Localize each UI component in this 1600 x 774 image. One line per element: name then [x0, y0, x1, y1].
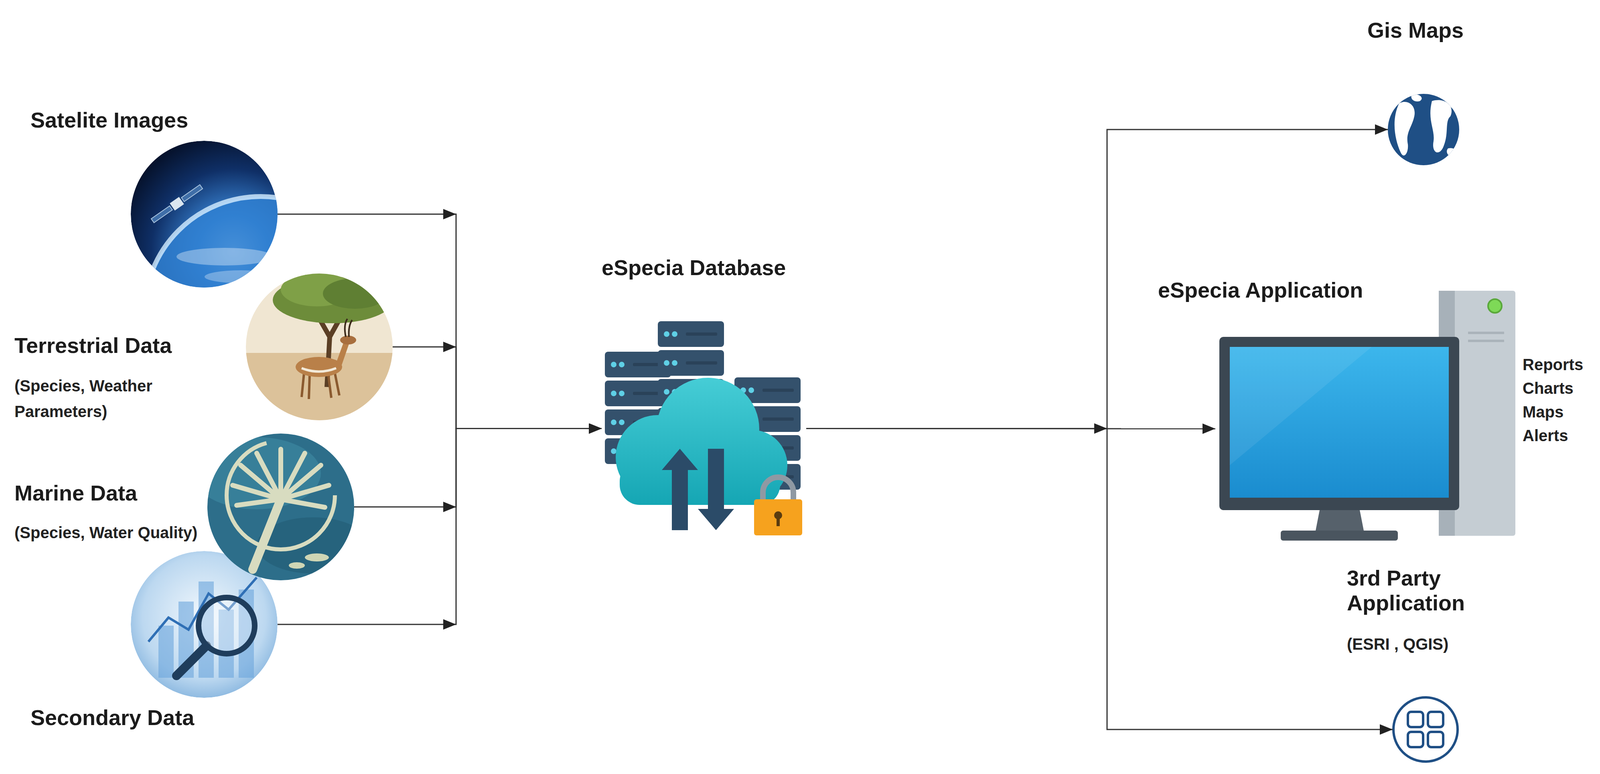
- source-title: Marine Data: [14, 480, 138, 506]
- screen-highlight: [1229, 346, 1372, 466]
- continent: [1430, 100, 1452, 153]
- marine-picture: [192, 433, 370, 581]
- apps-circle: [1393, 697, 1458, 762]
- database-icon: [604, 321, 803, 536]
- database-title: eSpecia Database: [601, 255, 786, 280]
- cloud-base: [619, 461, 781, 505]
- monitor-screen: [1229, 346, 1449, 498]
- upload-arrow: [661, 448, 698, 531]
- connector-arrow: [354, 428, 602, 508]
- island-fronds: [232, 449, 329, 508]
- apps-tile: [1427, 711, 1444, 728]
- island-crescent: [226, 441, 335, 550]
- cloud-streak: [204, 270, 277, 284]
- gazelle-neck: [336, 340, 350, 366]
- gis-output: Gis Maps: [1387, 93, 1460, 166]
- monitor-bezel: [1219, 336, 1460, 511]
- output-subtitle: (ESRI , QGIS): [1346, 633, 1449, 655]
- magnifier-lens: [198, 597, 255, 654]
- merge-arrowhead: [443, 341, 457, 353]
- satellite-source: Satelite Images: [130, 140, 278, 288]
- output-title: 3rd Party Application: [1346, 565, 1465, 616]
- connector-arrow: [277, 214, 602, 429]
- output-title: Gis Maps: [1367, 17, 1464, 43]
- connector-group: [277, 129, 1393, 730]
- tree-canopy: [322, 278, 388, 309]
- monitor-base: [1280, 530, 1398, 541]
- apps-tile: [1407, 732, 1424, 748]
- monitor-neck: [1315, 510, 1364, 531]
- connector-arrow: [392, 346, 602, 429]
- connector-arrow: [806, 129, 1388, 429]
- continent: [1447, 96, 1461, 110]
- gazelle: [295, 318, 357, 400]
- server-unit: [657, 321, 724, 347]
- merge-arrowhead-group: [443, 208, 1108, 630]
- tower-vent: [1468, 331, 1505, 335]
- database-node: eSpecia Database: [601, 321, 807, 536]
- apps-tile: [1407, 711, 1424, 728]
- power-light: [1488, 299, 1502, 313]
- ground: [245, 352, 393, 421]
- gazelle-stripe: [301, 368, 337, 372]
- satellite: [150, 183, 204, 225]
- source-title: Secondary Data: [30, 705, 195, 731]
- connector-arrow: [277, 428, 602, 625]
- merge-arrowhead: [443, 619, 457, 630]
- output-title: eSpecia Application: [1157, 277, 1363, 303]
- solar-panel: [151, 205, 173, 223]
- continent: [1411, 94, 1422, 102]
- terrestrial-picture: [245, 272, 394, 421]
- marine-source: Marine Data(Species, Water Quality): [207, 433, 355, 581]
- connector-arrow: [806, 428, 1393, 731]
- merge-arrowhead: [443, 501, 457, 513]
- continent: [1394, 101, 1415, 156]
- apps-icon: [1393, 697, 1458, 762]
- merge-arrowhead: [1094, 423, 1108, 434]
- small-island: [304, 553, 329, 562]
- computer-icon: [1219, 290, 1516, 541]
- globe: [1387, 93, 1460, 166]
- globe-icon: [1387, 93, 1461, 166]
- lock-body: [754, 499, 803, 536]
- apps-tile: [1427, 732, 1444, 748]
- secondary-source: Secondary Data: [130, 551, 278, 698]
- continents: [1394, 94, 1461, 157]
- terrestrial-source: Terrestrial Data(Species, Weather Parame…: [245, 273, 393, 421]
- tower-vent: [1468, 339, 1505, 343]
- cloud-streak: [176, 247, 273, 266]
- server-unit: [657, 350, 724, 376]
- chart-bar: [158, 625, 174, 678]
- gazelle-head: [340, 335, 357, 345]
- merge-arrowhead: [443, 208, 457, 220]
- continent: [1446, 148, 1457, 157]
- source-title: Satelite Images: [30, 107, 189, 133]
- third-party-output: 3rd Party Application(ESRI , QGIS): [1392, 696, 1459, 763]
- lock-shackle: [762, 477, 794, 502]
- source-title: Terrestrial Data: [14, 332, 172, 358]
- lock-keyhole: [776, 516, 780, 527]
- source-subtitle: (Species, Weather Parameters): [14, 373, 175, 425]
- gazelle-horns: [344, 318, 353, 337]
- download-arrow: [697, 448, 735, 531]
- application-output: eSpecia ApplicationReports Charts Maps A…: [1215, 300, 1595, 558]
- small-island: [288, 562, 305, 569]
- output-list: Reports Charts Maps Alerts: [1522, 352, 1584, 448]
- solar-panel: [181, 184, 203, 202]
- island-trunk: [252, 499, 281, 570]
- gazelle-body: [295, 356, 343, 378]
- source-subtitle: (Species, Water Quality): [14, 519, 198, 546]
- magnifier-handle: [176, 645, 207, 676]
